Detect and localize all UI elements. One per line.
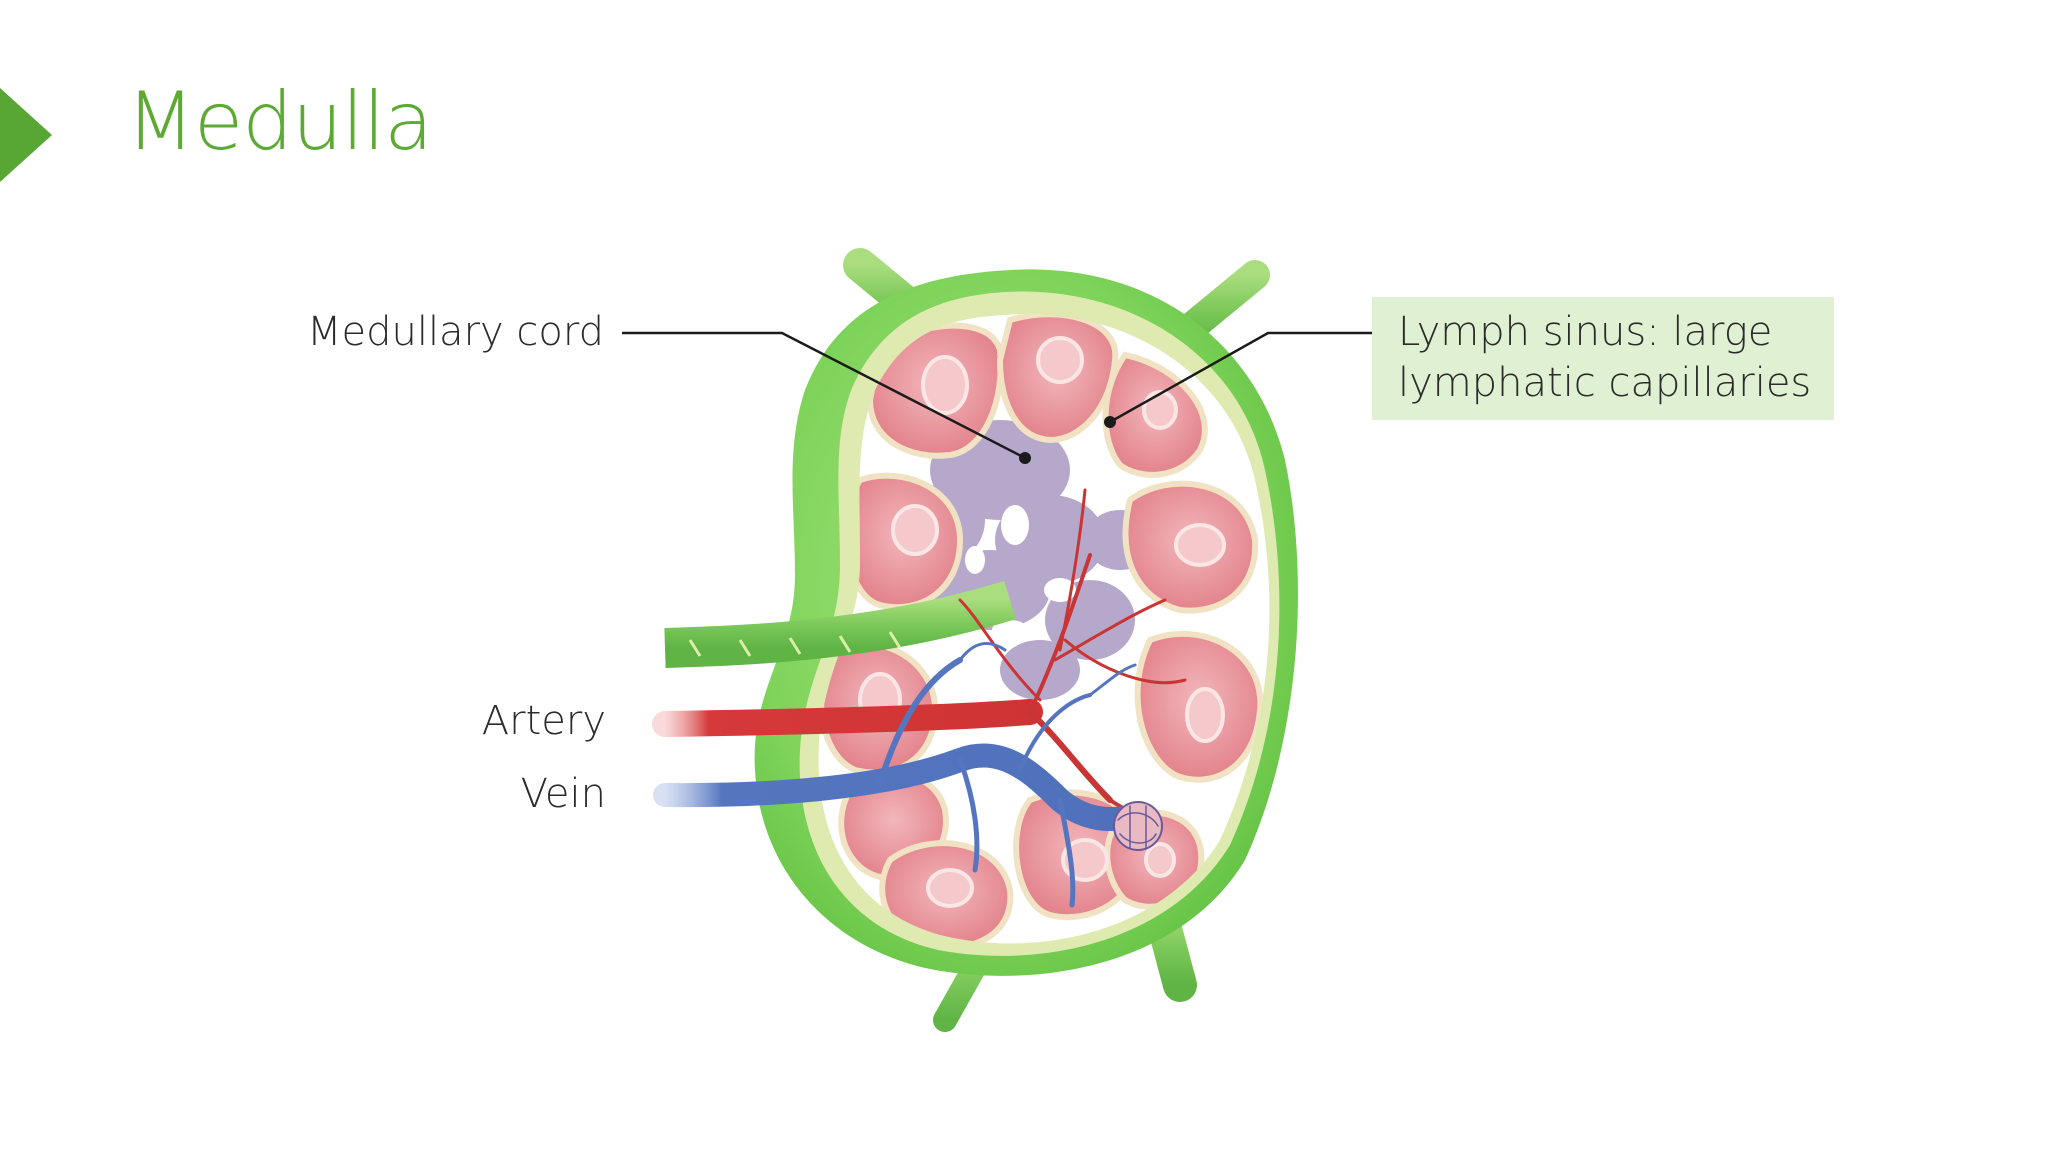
label-artery: Artery <box>481 698 606 744</box>
lymph-sinus-line-2: lymphatic capillaries <box>1398 360 1812 406</box>
label-medullary-cord: Medullary cord <box>306 309 604 355</box>
lymph-sinus-line-1: Lymph sinus: large <box>1398 309 1773 355</box>
lymph-sinus-pointer <box>1104 416 1116 428</box>
leader-lines <box>622 331 1372 460</box>
page-title: Medulla <box>126 75 433 168</box>
label-vein: Vein <box>520 771 606 817</box>
medullary-cord-pointer <box>1019 452 1031 464</box>
blood-vessels <box>652 488 1187 908</box>
hilum-lymphatic <box>664 580 1016 668</box>
triangle-right-icon <box>0 88 52 182</box>
lymph-sinus-callout: Lymph sinus: large lymphatic capillaries <box>1372 297 1834 420</box>
